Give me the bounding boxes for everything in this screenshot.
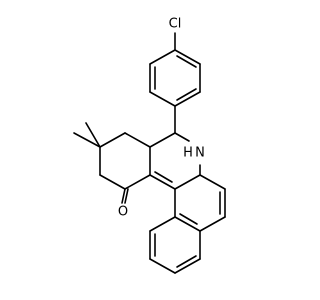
bond (73, 132, 101, 148)
bond (199, 216, 226, 232)
bond (174, 132, 190, 142)
bond (85, 122, 101, 148)
bond (149, 132, 176, 148)
bond (176, 55, 197, 68)
bond (174, 91, 201, 107)
chlorine-label: Cl (169, 17, 182, 32)
bond (149, 258, 176, 274)
bond (154, 171, 173, 183)
bond (149, 49, 176, 65)
bond (149, 91, 176, 107)
oxygen-label: O (118, 205, 128, 220)
nh-hydrogen-label: H (183, 146, 193, 161)
bond (176, 88, 197, 101)
bond (99, 132, 126, 148)
bond (149, 216, 176, 232)
bond (124, 188, 129, 204)
bond-lines (73, 32, 226, 274)
bond (174, 216, 201, 232)
bond (174, 258, 201, 274)
bond (179, 213, 198, 225)
bond (176, 255, 197, 268)
bond (174, 174, 201, 190)
bond (124, 132, 151, 148)
structure-canvas: Cl N H O (73, 17, 226, 274)
molecule-structure: Cl N H O (73, 17, 226, 274)
atom-labels: Cl N H O (118, 17, 205, 220)
bond (124, 174, 151, 190)
bond (149, 174, 176, 190)
bond (121, 188, 126, 204)
bond (199, 174, 226, 190)
bond (99, 174, 126, 190)
nitrogen-label: N (195, 146, 205, 161)
bond (174, 49, 201, 65)
